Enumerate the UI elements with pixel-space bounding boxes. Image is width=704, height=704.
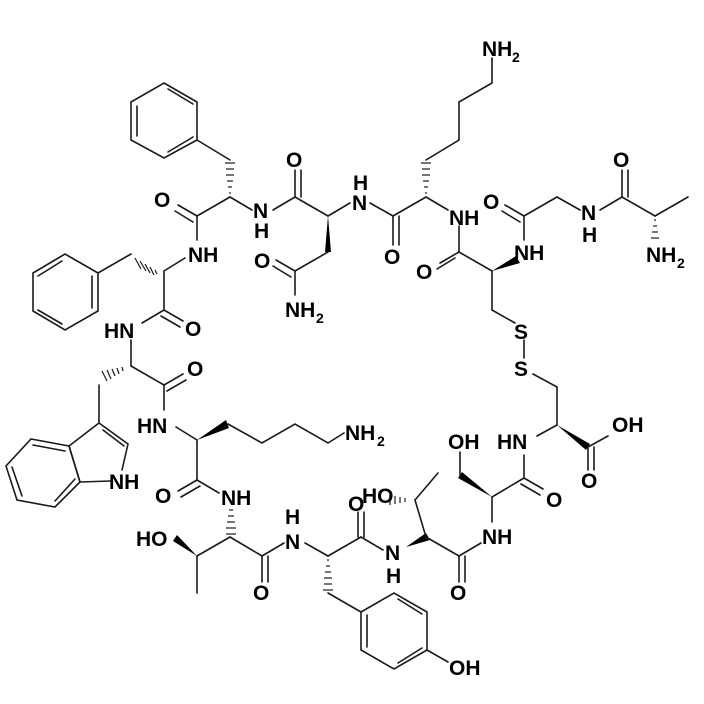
amide-nh-label: HN (497, 431, 527, 454)
subscript-label: 2 (677, 255, 685, 271)
amide-nh-label: NH (514, 242, 544, 265)
amide-nh-label: NH (188, 244, 218, 267)
sulfur-label: S (514, 321, 528, 344)
nitrogen-label: N (352, 192, 367, 215)
subscript-label: 2 (316, 310, 324, 326)
amide-nh-label: NH (482, 526, 512, 549)
hydroxyl-label: OH (449, 657, 481, 680)
oxygen-label: O (286, 149, 302, 172)
nitrogen-label: N (581, 202, 596, 225)
oxygen-label: O (416, 261, 432, 284)
nitrogen-label: N (285, 531, 300, 554)
oxygen-label: O (348, 493, 364, 516)
amine-label: NH (482, 38, 512, 61)
oxygen-label: O (187, 358, 203, 381)
hydrogen-label: H (582, 224, 597, 247)
oxygen-label: O (155, 485, 171, 508)
oxygen-label: O (483, 191, 499, 214)
amide-nh-label: HN (137, 415, 167, 438)
hydrogen-label: H (386, 565, 401, 588)
subscript-label: 2 (377, 433, 385, 449)
indole-nh-label: NH (109, 471, 139, 494)
nitrogen-label: N (385, 542, 400, 565)
hydrogen-label: H (254, 220, 269, 243)
amide-nh-label: HN (104, 320, 134, 343)
sulfur-label: S (514, 358, 528, 381)
oxygen-label: O (253, 582, 269, 605)
amine-label: NH (646, 244, 676, 267)
hash-wedge (225, 162, 235, 194)
hydrogen-label: H (285, 506, 300, 529)
oxygen-label: O (581, 470, 597, 493)
oxygen-label: O (384, 246, 400, 269)
oxygen-label: O (546, 489, 562, 512)
hydroxyl-label: HO (136, 528, 168, 551)
hydroxyl-label: OH (612, 414, 644, 437)
amine-label: NH (285, 299, 315, 322)
amide-nh-label: NH (221, 487, 251, 510)
hydroxyl-label: OH (448, 431, 480, 454)
amine-label: NH (345, 422, 375, 445)
oxygen-label: O (450, 582, 466, 605)
atom-labels: NH 2 O O N H N H O NH O N H O NH 2 NH O … (104, 38, 685, 680)
oxygen-label: O (254, 250, 270, 273)
oxygen-label: O (154, 189, 170, 212)
oxygen-label: O (613, 149, 629, 172)
subscript-label: 2 (512, 49, 520, 65)
bonds (5, 57, 689, 670)
hydroxyl-label: HO (362, 485, 394, 508)
hydrogen-label: H (353, 172, 368, 195)
amide-nh-label: NH (449, 207, 479, 230)
nitrogen-label: N (253, 200, 268, 223)
oxygen-label: O (185, 318, 201, 341)
